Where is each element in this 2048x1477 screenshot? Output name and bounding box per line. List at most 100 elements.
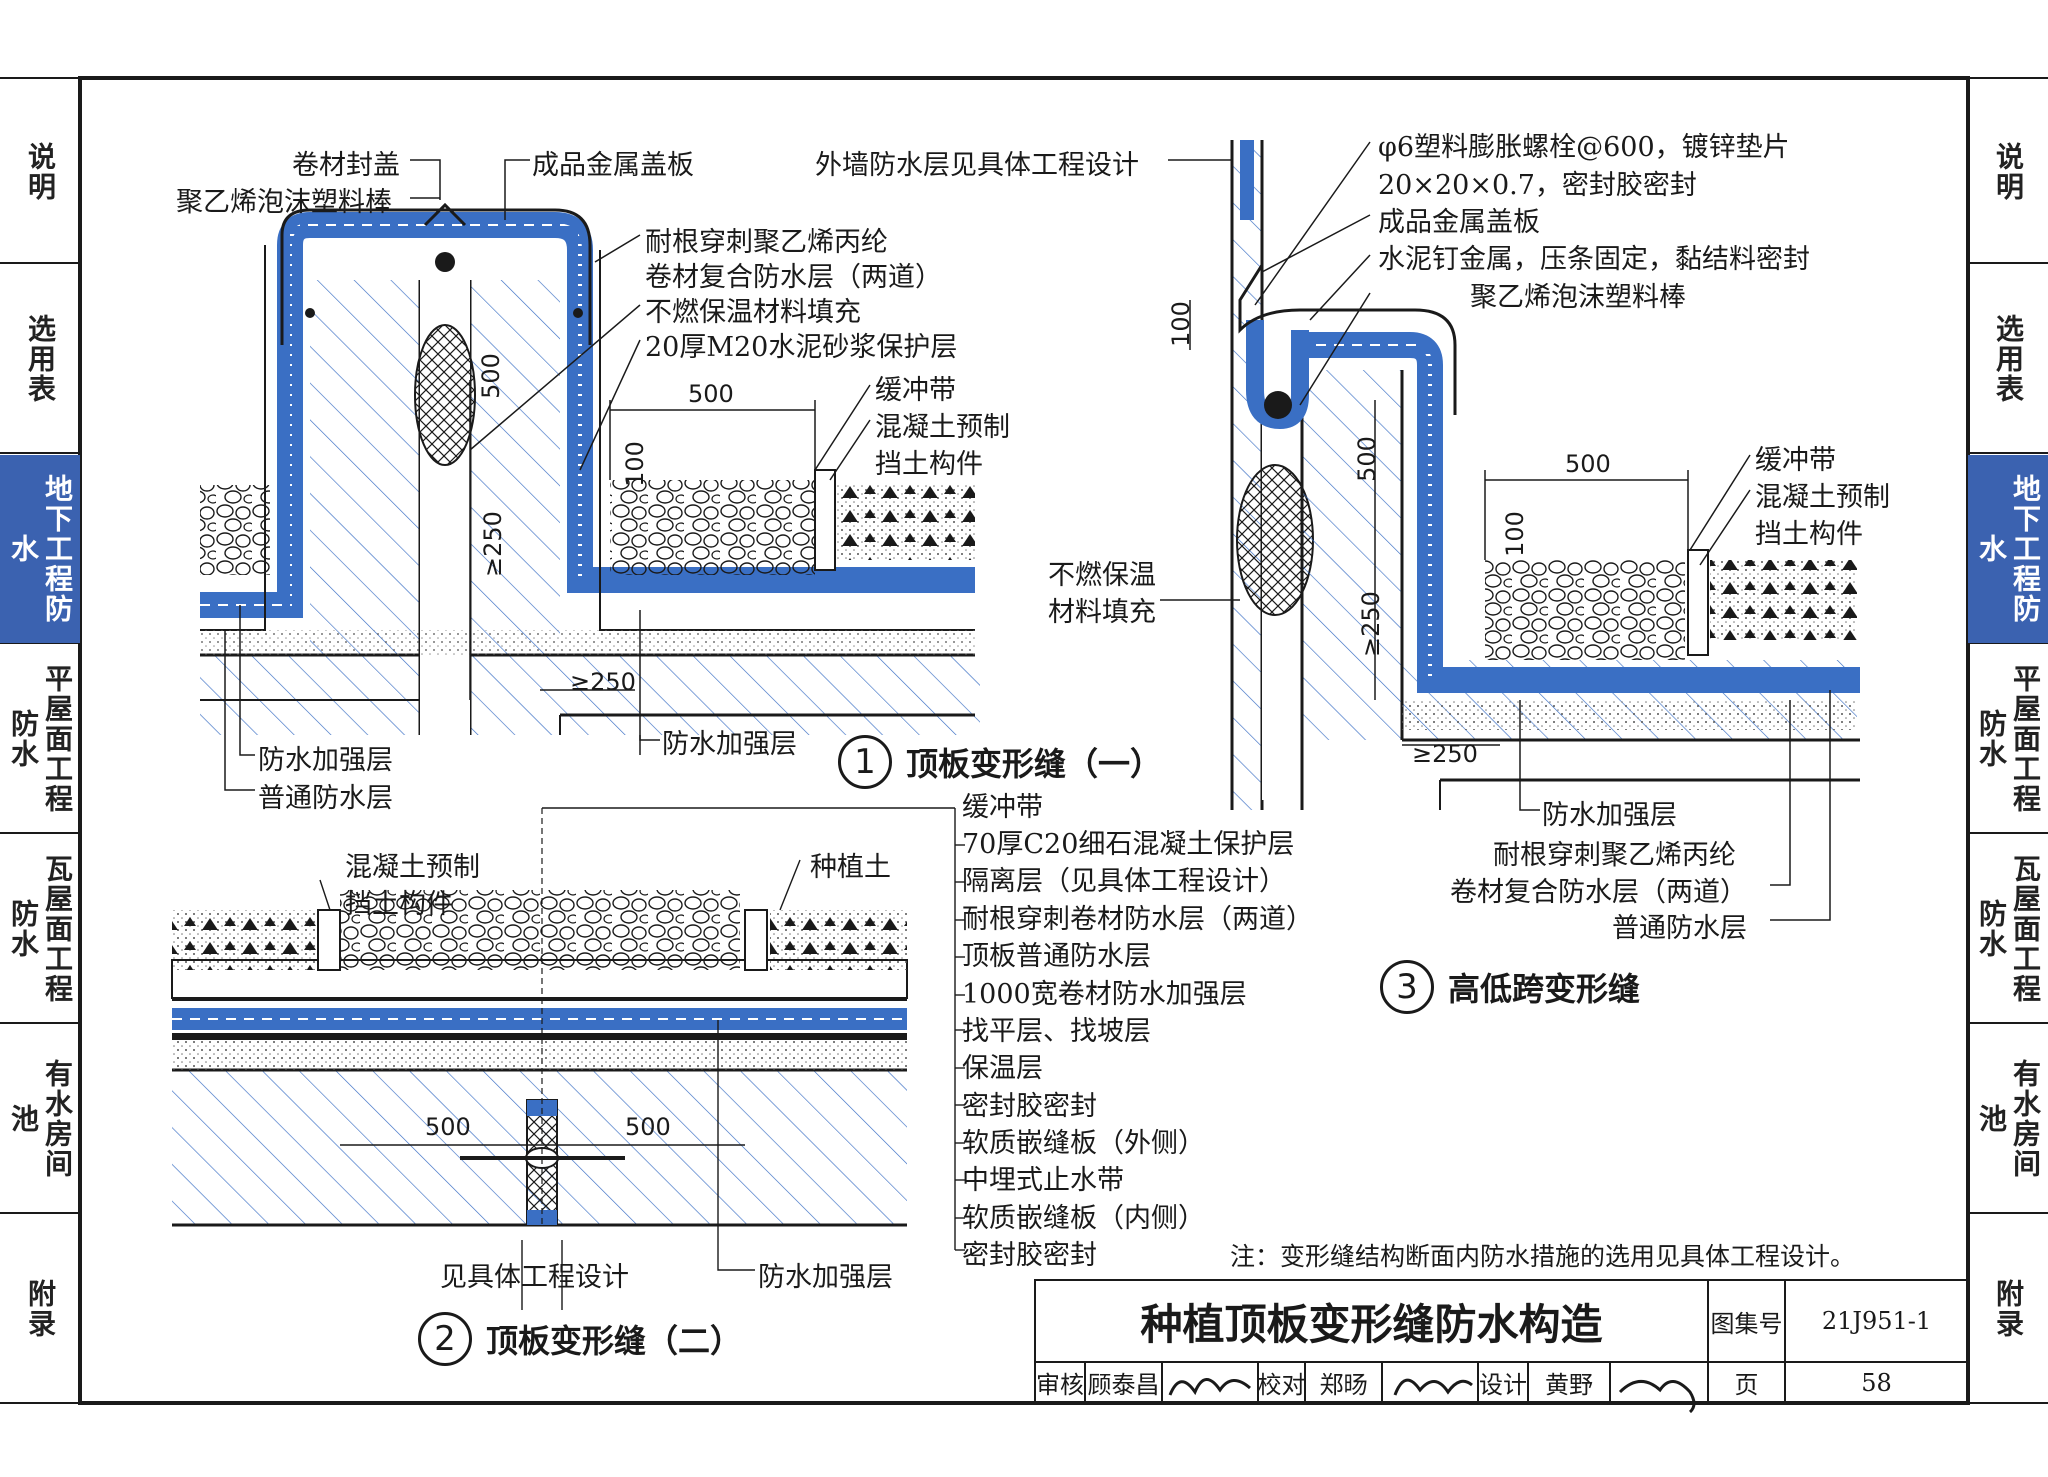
d1-roll-cap: 卷材封盖: [292, 150, 400, 181]
d3-bolt1: φ6塑料膨胀螺栓@600，镀锌垫片: [1378, 132, 1790, 163]
d1-dim-250: ≥250: [478, 511, 507, 577]
d3-dim-250b: ≥250: [1412, 740, 1478, 768]
sidebar-left-xuanyongbiao[interactable]: 选用表: [24, 314, 57, 404]
d3-caption: 3 高低跨变形缝: [1380, 960, 1640, 1014]
d3-root1: 耐根穿刺聚乙烯丙纶: [1493, 840, 1736, 871]
signature-designer: [1618, 1380, 1696, 1414]
d2-caption-number: 2: [418, 1312, 472, 1366]
sidebar-right-wawumian[interactable]: 瓦屋面工程防水: [1975, 854, 2042, 1004]
signature-reviewer: [1168, 1378, 1251, 1396]
title-block-title: 种植顶板变形缝防水构造: [1140, 1299, 1603, 1349]
d2-layer-6: 找平层、找坡层: [962, 1016, 1151, 1047]
d3-dim-500v: 500: [1352, 436, 1381, 482]
d3-precast: 混凝土预制: [1755, 482, 1890, 513]
d3-buffer: 缓冲带: [1755, 445, 1836, 476]
d2-layer-4: 顶板普通防水层: [962, 941, 1151, 972]
d1-mortar: 20厚M20水泥砂浆保护层: [645, 332, 958, 363]
d2-dim-right: 500: [625, 1113, 671, 1141]
title-block-atlas-label: 图集号: [1710, 1309, 1783, 1338]
d3-reinforce: 防水加强层: [1542, 800, 1677, 831]
d1-root-resist: 耐根穿刺聚乙烯丙纶: [645, 227, 888, 258]
d3-nail: 水泥钉金属，压条固定，黏结料密封: [1378, 244, 1810, 275]
title-block-atlas-no: 21J951-1: [1821, 1307, 1932, 1335]
d3-dim-100: 100: [1166, 301, 1195, 347]
d1-precast: 混凝土预制: [875, 412, 1010, 443]
d1-caption-text: 顶板变形缝（一）: [906, 745, 1163, 783]
sidebar-left-pingwumian[interactable]: 平屋面工程防水: [7, 664, 74, 814]
sidebar-right-youshui[interactable]: 有水房间池: [1975, 1059, 2042, 1179]
title-block-design-label: 设计: [1479, 1371, 1527, 1399]
title-block-page-no: 58: [1861, 1368, 1892, 1397]
d2-layer-3: 耐根穿刺卷材防水层（两道）: [962, 904, 1313, 935]
title-block-check-label: 校对: [1257, 1371, 1306, 1399]
sidebar-left-wawumian[interactable]: 瓦屋面工程防水: [7, 854, 74, 1004]
d3-precast2: 挡土构件: [1755, 519, 1863, 550]
d2-dim-left: 500: [425, 1113, 471, 1141]
d3-outer-wall: 外墙防水层见具体工程设计: [815, 150, 1139, 181]
signature-checker: [1393, 1378, 1473, 1396]
diagram-2-section: [171, 807, 965, 1310]
sidebar-right-pingwumian[interactable]: 平屋面工程防水: [1975, 664, 2042, 814]
d2-layer-8: 密封胶密封: [962, 1091, 1097, 1122]
d2-layer-11: 软质嵌缝板（内侧）: [962, 1203, 1205, 1234]
sidebar-right-dixia[interactable]: 地下工程防水: [1968, 455, 2048, 643]
d2-layer-1: 70厚C20细石混凝土保护层: [962, 829, 1295, 860]
d3-dim-250: ≥250: [1356, 591, 1385, 657]
d3-insul2: 材料填充: [1048, 597, 1156, 628]
d2-reinforce: 防水加强层: [758, 1262, 893, 1293]
d2-layer-12: 密封胶密封: [962, 1240, 1097, 1271]
d1-caption: 1 顶板变形缝（一）: [838, 735, 1162, 789]
d1-metal-cover: 成品金属盖板: [532, 150, 694, 181]
sidebar-left-dixia[interactable]: 地下工程防水: [0, 455, 80, 643]
d2-precast: 混凝土预制: [345, 852, 480, 883]
d3-dim-500: 500: [1565, 450, 1611, 478]
d3-normal: 普通防水层: [1612, 913, 1747, 944]
sidebar-left-shuoming[interactable]: 说明: [24, 141, 57, 202]
d2-caption: 2 顶板变形缝（二）: [418, 1312, 742, 1366]
d1-precast2: 挡土构件: [875, 449, 983, 480]
sidebar-right-shuoming[interactable]: 说明: [1992, 141, 2025, 202]
d1-buffer: 缓冲带: [875, 375, 956, 406]
title-block-page-label: 页: [1734, 1371, 1759, 1399]
d2-layer-5: 1000宽卷材防水加强层: [962, 979, 1247, 1010]
title-block-review-label: 审核: [1036, 1371, 1084, 1399]
sidebar-right-xuanyongbiao[interactable]: 选用表: [1992, 314, 2025, 404]
d1-caption-number: 1: [838, 735, 892, 789]
d2-layer-10: 中埋式止水带: [962, 1165, 1124, 1196]
sidebar-right-fulu[interactable]: 附录: [1992, 1279, 2025, 1339]
diagram-3-section: [1160, 140, 1860, 921]
d2-layer-0: 缓冲带: [962, 792, 1043, 823]
d1-dim-250b: ≥250: [570, 668, 636, 696]
d1-dim-100: 100: [620, 441, 649, 487]
d3-bolt2: 20×20×0.7，密封胶密封: [1378, 170, 1697, 201]
d3-dim-100b: 100: [1500, 511, 1529, 557]
d2-layer-2: 隔离层（见具体工程设计）: [962, 866, 1286, 897]
d1-normal: 普通防水层: [258, 783, 393, 814]
d3-root2: 卷材复合防水层（两道）: [1450, 877, 1747, 908]
d2-layer-7: 保温层: [962, 1053, 1043, 1084]
d3-metal-cover: 成品金属盖板: [1378, 207, 1540, 238]
sidebar-left-fulu[interactable]: 附录: [24, 1279, 57, 1339]
title-block-checker: 郑旸: [1319, 1371, 1368, 1399]
d2-precast2: 挡土构件: [345, 889, 453, 920]
d1-insulation: 不燃保温材料填充: [645, 297, 861, 328]
d3-caption-number: 3: [1380, 960, 1434, 1014]
d3-foam-rod: 聚乙烯泡沫塑料棒: [1470, 282, 1686, 313]
d1-foam-rod: 聚乙烯泡沫塑料棒: [176, 187, 392, 218]
d3-insul1: 不燃保温: [1048, 560, 1156, 591]
d1-reinforce-left: 防水加强层: [258, 745, 393, 776]
d1-reinforce-right: 防水加强层: [662, 729, 797, 760]
d2-planting-soil: 种植土: [810, 852, 891, 883]
d2-caption-text: 顶板变形缝（二）: [486, 1322, 743, 1360]
sidebar-left-youshui[interactable]: 有水房间池: [7, 1059, 74, 1179]
d1-root-resist2: 卷材复合防水层（两道）: [645, 262, 942, 293]
d3-caption-text: 高低跨变形缝: [1448, 970, 1641, 1008]
d1-dim-500b: 500: [476, 353, 505, 399]
sheet-frame: [78, 76, 1970, 1405]
diagram-1-section: [200, 159, 980, 791]
drawing-note: 注：变形缝结构断面内防水措施的选用见具体工程设计。: [1230, 1242, 1856, 1271]
title-block-designer: 黄野: [1545, 1371, 1593, 1399]
d2-layer-9: 软质嵌缝板（外侧）: [962, 1128, 1205, 1159]
